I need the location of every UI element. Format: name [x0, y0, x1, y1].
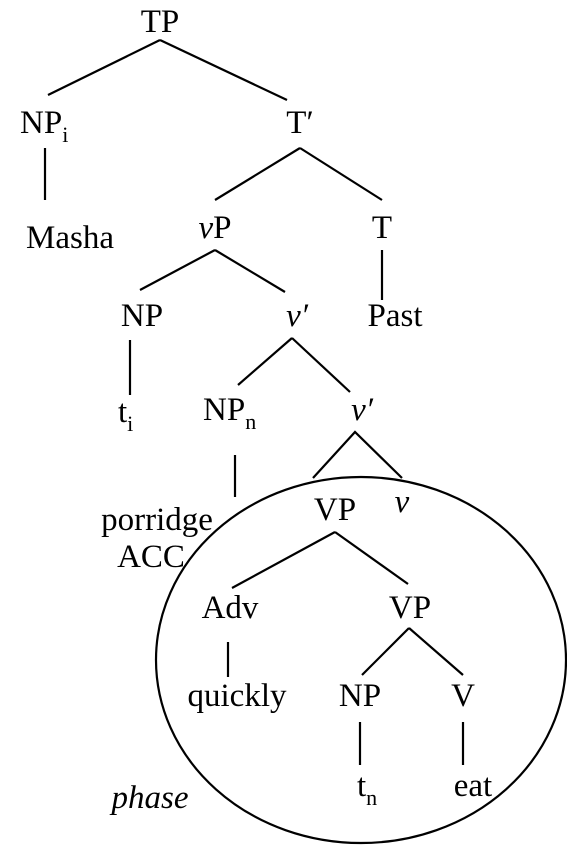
edge-tbar-vp: [214, 147, 301, 201]
phase-label: phase: [110, 780, 189, 816]
leaf-trace-n: tn: [357, 768, 377, 810]
edge-vbar-npn: [237, 337, 293, 386]
tree-nodes: TP NPi Masha T′ vP T Past NP v′ ti NPn v…: [20, 4, 492, 816]
edge-vp-adv: [231, 531, 336, 589]
leaf-past: Past: [367, 298, 422, 334]
edge-vp-np: [139, 249, 216, 291]
node-tp: TP: [141, 4, 180, 40]
node-little-v: v: [395, 484, 410, 520]
node-v-bar-1: v′: [286, 298, 309, 334]
node-verb: V: [451, 678, 475, 714]
leaf-masha: Masha: [26, 220, 114, 256]
edge-vbar-vbar: [291, 337, 351, 393]
node-np-n: NPn: [203, 392, 256, 434]
node-vp-inner: VP: [389, 590, 431, 626]
edge-tp-np: [47, 39, 161, 96]
node-t-bar: T′: [286, 105, 313, 141]
edge-vp-vp: [334, 531, 409, 585]
edge-vbar-triangle: [312, 430, 403, 479]
node-v-bar-2: v′: [351, 392, 374, 428]
tree-edges: [43, 39, 465, 765]
edge-tbar-t: [299, 147, 383, 201]
node-vp: vP: [198, 210, 231, 246]
edge-tp-tbar: [159, 39, 288, 101]
node-vp-phase: VP: [314, 492, 356, 528]
edge-vp2-v: [408, 627, 464, 676]
edge-vp-vbar: [214, 249, 286, 293]
node-np-trace-i: NP: [121, 298, 163, 334]
leaf-porridge: porridge: [101, 502, 213, 538]
leaf-trace-i: ti: [118, 394, 133, 436]
leaf-acc: ACC: [117, 539, 185, 575]
edge-vp2-np: [361, 627, 410, 676]
node-t: T: [372, 210, 392, 246]
leaf-eat: eat: [454, 768, 492, 804]
node-np-trace-n: NP: [339, 678, 381, 714]
node-adv: Adv: [202, 590, 259, 626]
node-np-i: NPi: [20, 105, 68, 147]
phase-circle: [154, 475, 567, 845]
leaf-quickly: quickly: [188, 678, 287, 714]
